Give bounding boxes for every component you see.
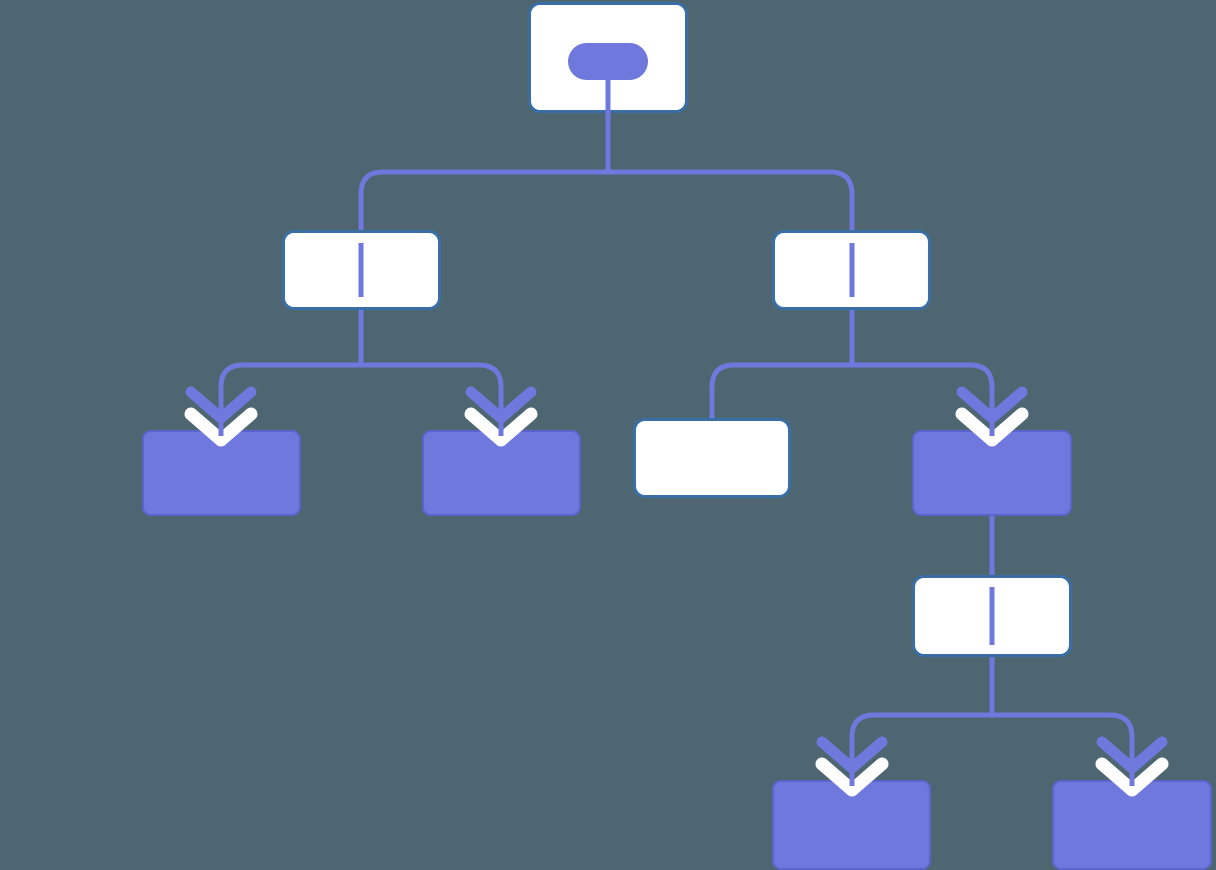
edge-level2-right-to-branch-right (852, 362, 995, 432)
arrow-chevron-purple (465, 386, 537, 424)
node-leaf-2[interactable] (422, 430, 581, 516)
arrow-chevron-purple (816, 736, 888, 774)
node-level2-right[interactable] (772, 230, 931, 310)
node-leaf-3-white[interactable] (633, 418, 791, 498)
node-leaf-1[interactable] (142, 430, 301, 516)
node-leaf-5[interactable] (1052, 780, 1212, 870)
edge-level4-white-to-leaf-5 (992, 712, 1135, 782)
node-level2-left[interactable] (282, 230, 441, 310)
root-node-pill (568, 43, 648, 80)
arrow-chevron-purple (1096, 736, 1168, 774)
arrow-chevron-purple (956, 386, 1028, 424)
node-leaf-4[interactable] (772, 780, 931, 870)
arrow-chevron-purple (185, 386, 257, 424)
node-branch-right[interactable] (912, 430, 1072, 516)
node-root[interactable] (528, 2, 688, 113)
edge-level2-left-to-leaf-1 (218, 362, 361, 432)
node-level4-white[interactable] (912, 575, 1072, 657)
edge-level4-white-to-leaf-4 (849, 712, 992, 782)
edge-level2-right-to-leaf-3-white (709, 362, 852, 420)
edge-level2-left-to-leaf-2 (361, 362, 504, 432)
